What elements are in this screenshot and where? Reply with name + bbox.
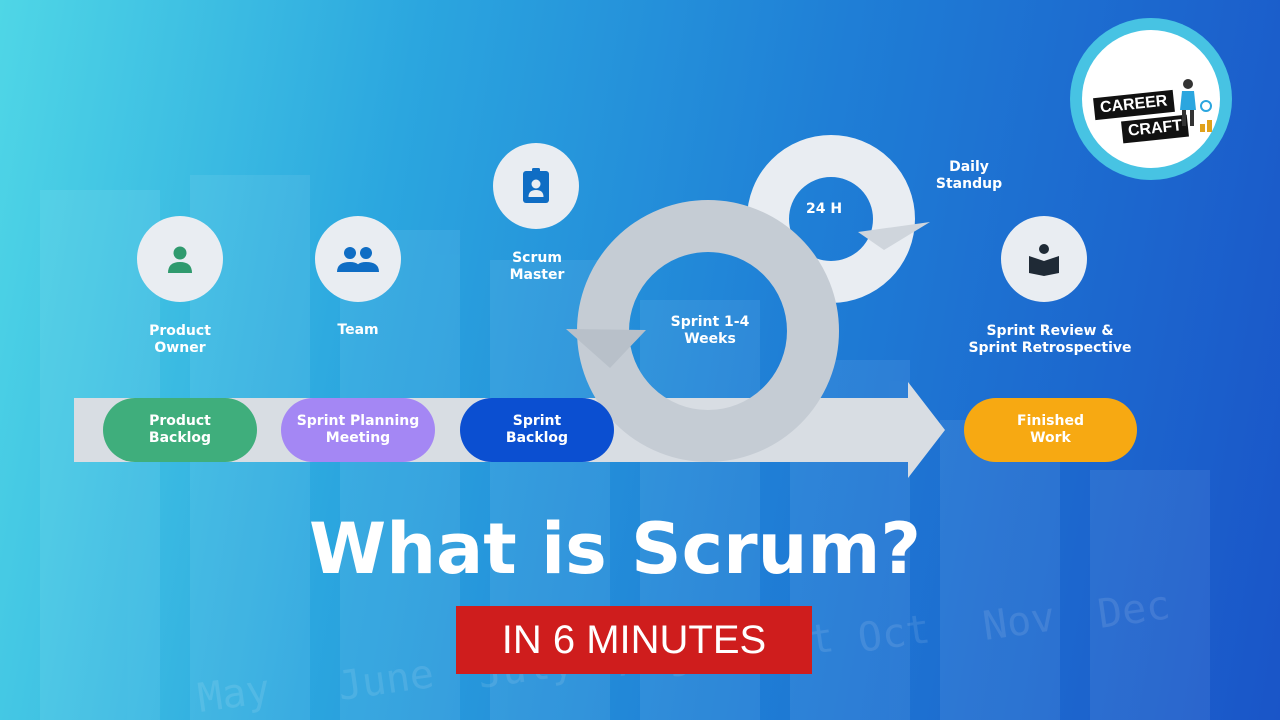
role-label-sprint-review: Sprint Review & Sprint Retrospective	[968, 323, 1132, 356]
background-month-label: Oct	[855, 606, 933, 662]
role-label-scrum-master: Scrum Master	[509, 250, 565, 283]
sprint-loop	[566, 200, 839, 462]
sprint-loop-label: Sprint 1-4 Weeks	[670, 314, 750, 347]
role-scrum-master	[493, 143, 579, 229]
background-month-label: Dec	[1095, 582, 1173, 638]
stage-finished-work: Finished Work	[964, 398, 1137, 462]
role-sprint-review	[1001, 216, 1087, 302]
daily-loop-label: 24 H	[805, 201, 843, 217]
reading-book-icon	[1029, 244, 1059, 276]
career-craft-logo: CAREER CRAFT	[1070, 18, 1232, 180]
role-label-product-owner: Product Owner	[149, 323, 211, 356]
id-badge-icon	[523, 168, 549, 203]
team-icon	[337, 247, 379, 272]
background-month-label: Nov	[980, 594, 1058, 650]
logo-word-career: CAREER	[1093, 89, 1175, 121]
person-icon	[168, 246, 192, 273]
stage-sprint-backlog: Sprint Backlog	[460, 398, 614, 462]
daily-standup-caption: Daily Standup	[935, 159, 1003, 192]
logo-figure-icon	[1180, 79, 1212, 132]
subtitle-banner: IN 6 MINUTES	[456, 606, 812, 674]
stage-product-backlog: Product Backlog	[103, 398, 257, 462]
page-title: What is Scrum?	[309, 508, 921, 590]
logo-badge: CAREER CRAFT	[1082, 30, 1220, 168]
role-label-team: Team	[337, 322, 379, 338]
stage-sprint-planning-meeting: Sprint Planning Meeting	[281, 398, 435, 462]
role-team	[315, 216, 401, 302]
background-month-label: May	[195, 666, 273, 720]
role-product-owner	[137, 216, 223, 302]
